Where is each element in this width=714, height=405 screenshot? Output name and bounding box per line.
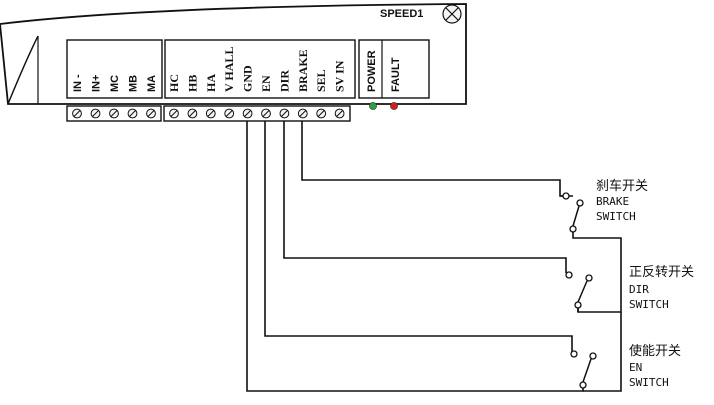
terminal-label-hc: HC: [167, 74, 181, 92]
dir-switch-symbol: [565, 271, 593, 309]
terminal-label-ha: HA: [204, 74, 218, 92]
terminal-label-in: IN -: [72, 74, 84, 92]
mount-screw-icon: [442, 4, 462, 24]
screw-terminal-hc-icon: [169, 108, 179, 119]
brake-switch-symbol: [560, 192, 584, 233]
screw-terminal-hb-icon: [187, 108, 198, 119]
terminal-label-dir: DIR: [277, 70, 291, 92]
power-led-icon: [369, 102, 377, 110]
wire-switch-en-common: [583, 312, 622, 392]
dir-switch-cn-label: 正反转开关: [629, 265, 694, 280]
screw-terminal-v-hall-icon: [224, 108, 235, 119]
fault-led-icon: [390, 102, 398, 110]
screw-terminal-in-icon: [72, 108, 82, 119]
screw-terminal-mc-icon: [109, 108, 119, 119]
terminal-label-en: EN: [259, 75, 273, 92]
terminal-label-v-hall: V HALL: [222, 47, 236, 92]
model-label: SPEED1: [380, 8, 423, 20]
indicator-panel: [358, 39, 430, 99]
terminal-label-in: IN+: [91, 75, 103, 92]
brake-switch-en-label: BRAKE: [596, 195, 629, 208]
terminal-label-hb: HB: [185, 75, 199, 92]
screw-terminal-sv-in-icon: [334, 108, 345, 119]
wire-dir: [283, 121, 567, 273]
screw-terminal-in-icon: [90, 108, 101, 119]
screw-terminal-dir-icon: [279, 108, 290, 119]
screw-terminal-en-icon: [261, 108, 271, 119]
wire-brake: [301, 121, 573, 197]
en-switch-cn-label: 使能开关: [629, 343, 681, 359]
signal-terminal-panel: [164, 39, 356, 99]
en-switch-switch-label: SWITCH: [629, 376, 669, 389]
screw-terminal-ha-icon: [205, 108, 216, 119]
screw-terminal-ma-icon: [146, 108, 156, 119]
terminal-label-mb: MB: [128, 75, 140, 92]
brake-switch-switch-label: SWITCH: [596, 210, 636, 223]
wire-gnd-common: [246, 121, 584, 392]
indicator-label-power: POWER: [366, 50, 378, 92]
screw-terminal-mb-icon: [127, 108, 138, 119]
screw-terminal-gnd-icon: [242, 108, 253, 119]
housing-left-bevel: [7, 35, 39, 105]
en-switch-symbol: [570, 350, 597, 389]
indicator-label-fault: FAULT: [390, 57, 402, 92]
terminal-label-sv-in: SV IN: [333, 60, 347, 92]
terminal-label-ma: MA: [146, 75, 158, 92]
terminal-label-sel: SEL: [314, 69, 328, 92]
terminal-label-mc: MC: [109, 75, 121, 92]
en-switch-en-label: EN: [629, 361, 642, 374]
dir-switch-switch-label: SWITCH: [629, 298, 669, 311]
terminal-label-gnd: GND: [241, 65, 255, 92]
wire-switch-brake-to-dir: [572, 229, 622, 313]
motor-terminal-panel: [66, 39, 163, 99]
terminal-label-brake: BRAKE: [296, 49, 310, 92]
wire-en: [264, 121, 573, 352]
dir-switch-en-label: DIR: [629, 283, 649, 296]
screw-terminal-brake-icon: [297, 108, 308, 119]
brake-switch-cn-label: 刹车开关: [596, 178, 648, 194]
screw-terminal-sel-icon: [316, 108, 327, 119]
